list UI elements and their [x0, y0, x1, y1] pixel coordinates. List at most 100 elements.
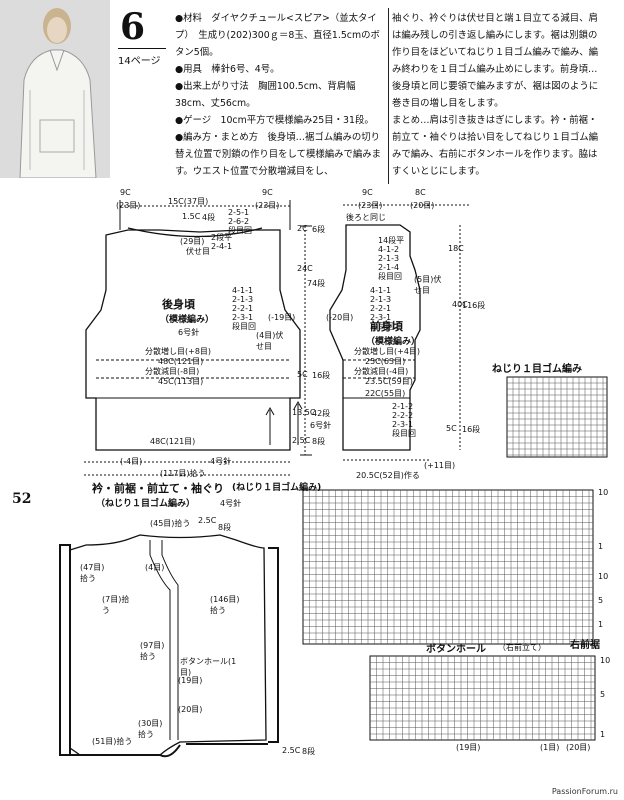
buttonhole-subtitle: （右前立て）: [498, 643, 546, 652]
front-sts-left: (23目): [358, 201, 383, 210]
model-photo-drawing: [0, 0, 110, 178]
back-width-center: 15C(37目): [168, 197, 209, 206]
buttonhole-count-19: (19目): [456, 743, 481, 752]
dim-42-rows: 42段: [312, 409, 331, 418]
hem-inc-3: 2-3-1: [392, 420, 414, 429]
tools-text: ●用具 棒針6号、4号。: [175, 64, 280, 75]
edge-bottom-2-5c: 2.5C: [282, 746, 301, 755]
dim-24c: 24C: [297, 264, 313, 273]
back-neck-rule: 2-4-1: [211, 242, 233, 251]
edge-bottom-8-rows: 8段: [302, 747, 316, 756]
edge-neck-pickup: (45目)拾う: [150, 519, 191, 528]
arm-dec-1: 4-1-1: [232, 286, 254, 295]
front-body-title: 前身頃: [370, 320, 403, 333]
back-body-title: 後身頃: [162, 298, 195, 311]
front-arm-dec-1: 4-1-1: [370, 286, 392, 295]
front-width-left: 9C: [362, 188, 373, 197]
dim-2c: 2C: [297, 224, 308, 233]
edge-section-title: 衿・前裾・前立て・袖ぐり: [92, 482, 224, 495]
edge-2-5c: 2.5C: [198, 516, 217, 525]
btn-chart-marker-10: 10: [600, 656, 611, 665]
chart-marker-10b: 10: [598, 572, 609, 581]
neck-dec-1: 14段平: [378, 236, 405, 245]
front-arm-dec-2: 2-1-3: [370, 295, 392, 304]
method-text-2: 袖ぐり、衿ぐりは伏せ目と端１目立てる減目、肩は編み残しの引き返し編みにします。裾…: [392, 13, 599, 109]
dim-8-rows: 8段: [312, 437, 326, 446]
back-width-45: 45C(113目): [158, 377, 204, 386]
neck-dec-5: 段目回: [378, 272, 402, 281]
back-neck-dec: 1.5C: [182, 212, 201, 221]
back-neck-level: 2段平: [211, 233, 233, 242]
chart-marker-10: 10: [598, 488, 609, 497]
back-side-sts: (-19目): [268, 313, 296, 322]
dim-74-rows: 74段: [307, 279, 326, 288]
column-divider: [388, 8, 389, 184]
buttonhole-count-1: (1目): [540, 743, 560, 752]
shoulder-row-3: 段目回: [228, 226, 252, 235]
neck-dec-2: 4-1-2: [378, 245, 400, 254]
shoulder-row-1: 2-5-1: [228, 208, 250, 217]
back-body-subtitle: （模様編み）: [160, 315, 215, 325]
front-width-22: 22C(55目): [365, 389, 406, 398]
chart-marker-1: 1: [598, 542, 604, 551]
back-width-left: 9C: [120, 188, 131, 197]
front-arm-dec: 4-1-1 2-1-3 2-2-1 2-3-1 段目回: [370, 286, 394, 331]
arm-dec-2: 2-1-3: [232, 295, 254, 304]
arm-dec-5: 段目回: [232, 322, 256, 331]
arm-dec-4: 2-3-1: [232, 313, 254, 322]
dim-6-rows: 6段: [312, 225, 326, 234]
instructions-column-2: 袖ぐり、衿ぐりは伏せ目と端１目立てる減目、肩は編み残しの引き返し編みにします。裾…: [392, 10, 604, 180]
btn-chart-marker-1: 1: [600, 730, 606, 739]
edge-buttonhole: ボタンホール(1目): [180, 657, 237, 677]
edge-47-pickup: (47目)拾う: [80, 563, 105, 583]
back-waist-inc: 分散増し目(+8目): [145, 347, 212, 356]
arm-dec-3: 2-2-1: [232, 304, 254, 313]
gauge-text: ●ゲージ 10cm平方で模様編み25目・31段。: [175, 115, 374, 126]
size-text: ●出来上がり寸法 胸囲100.5cm、背肩幅38cm、丈56cm。: [175, 81, 356, 109]
edge-8-rows: 8段: [218, 523, 232, 532]
page-number: 52: [12, 491, 32, 507]
edge-7-pickup: (7目)拾う: [102, 595, 130, 615]
dim-16-rows: 16段: [312, 371, 331, 380]
rib-chart-title: ねじり１目ゴム編み: [492, 364, 582, 375]
front-arm-dec-4: 2-3-1: [370, 313, 392, 322]
instructions-column-1: ●材料 ダイヤクチュール<スピア>（並太タイプ） 生成り(202)300ｇ＝8玉…: [175, 10, 385, 180]
method-text-3: まとめ…肩は引き抜きはぎにします。衿・前裾・前立て・袖ぐりは拾い目をしてねじり１…: [392, 115, 598, 177]
front-arm-bind: (5目)伏せ目: [414, 275, 442, 295]
edge-section-subtitle: （ねじり１目ゴム編み）: [96, 499, 196, 509]
edge-19-sts: (19目): [178, 676, 203, 685]
front-width-25: 25C(63目): [365, 357, 406, 366]
front-waist-dec: 分散減目(-4目): [354, 367, 409, 376]
back-arm-bind: (4目)伏せ目: [256, 331, 284, 351]
chart-marker-5: 5: [598, 596, 604, 605]
dim-2-5c: 2.5C: [292, 436, 311, 445]
shoulder-row-2: 2-6-2: [228, 217, 250, 226]
materials-text: ●材料 ダイヤクチュール<スピア>（並太タイプ） 生成り(202)300ｇ＝8玉…: [175, 13, 380, 58]
front-side-sts: (-20目): [326, 313, 354, 322]
front-same-as-back: 後ろと同じ: [346, 213, 386, 222]
edge-51-pickup: (51目)拾う: [92, 737, 133, 746]
model-photo: [0, 0, 110, 178]
edge-146-pickup: (146目)拾う: [210, 595, 240, 615]
back-neck-bind: 伏せ目: [186, 247, 210, 256]
edge-4-sts: (4目): [145, 563, 165, 572]
edge-section-needle: 4号針: [220, 499, 242, 508]
chart-marker-1b: 1: [598, 620, 604, 629]
dim-5c: 5C: [297, 370, 308, 379]
back-needle: 6号針: [178, 328, 200, 337]
buttonhole-count-20: (20目): [566, 743, 591, 752]
dim-front-5c: 5C: [446, 424, 457, 433]
hem-inc-2: 2-2-2: [392, 411, 414, 420]
neck-dec-4: 2-1-4: [378, 263, 400, 272]
dim-116-rows: 116段: [462, 301, 486, 310]
front-arm-dec-5: 段目回: [370, 322, 394, 331]
edge-30-pickup: (30目)拾う: [138, 719, 163, 739]
method-text-1: ●編み方・まとめ方 後身頃…裾ゴム編みの切り替え位置で別鎖の作り目をして模様編み…: [175, 132, 381, 177]
pattern-number: 6: [120, 6, 146, 48]
dim-13-5c: 13.5C: [292, 408, 316, 417]
neck-dec-3: 2-1-3: [378, 254, 400, 263]
right-front-hem-label: 右前裾: [570, 640, 600, 651]
front-hem-plus: (+11目): [424, 461, 456, 470]
front-body-subtitle: （模様編み）: [366, 337, 421, 347]
